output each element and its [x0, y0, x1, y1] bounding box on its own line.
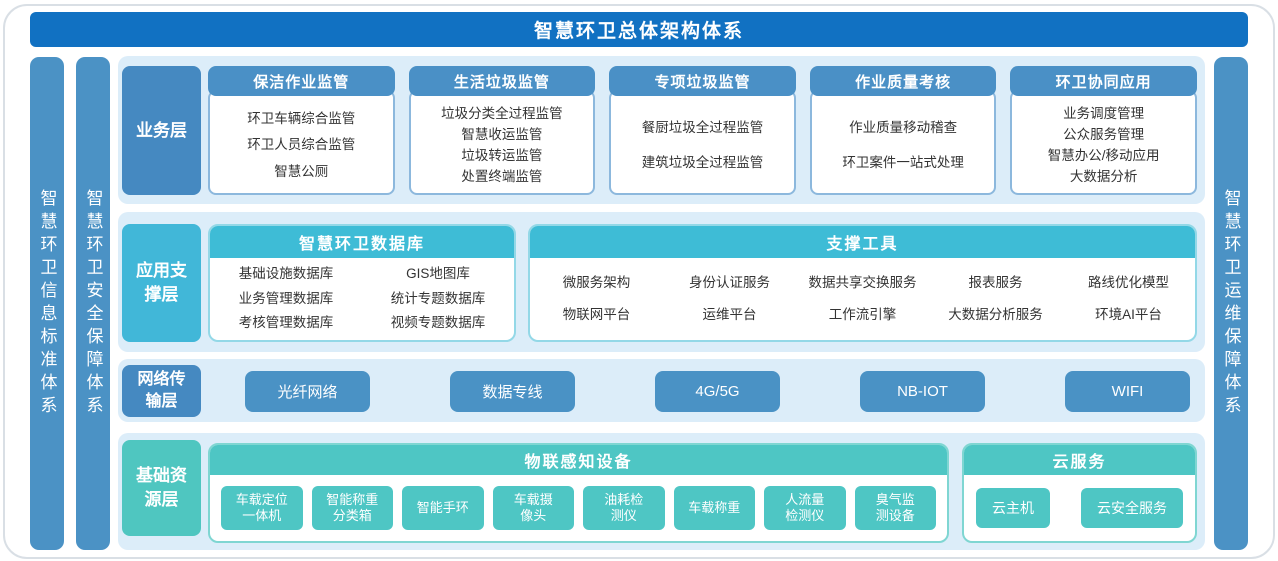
smart-sanitation-database-box: 智慧环卫数据库 基础设施数据库 GIS地图库 业务管理数据库 统计专题数据库 考… — [208, 224, 516, 342]
business-column-card: 环卫车辆综合监管 环卫人员综合监管 智慧公厕 — [208, 90, 395, 195]
application-support-layer-label: 应用支 撑层 — [136, 261, 187, 304]
pillar-operation-maintenance-label: 智慧环卫运维保障体系 — [1221, 188, 1241, 419]
business-item: 智慧收运监管 — [461, 126, 543, 142]
business-item: 餐厨垃圾全过程监管 — [641, 119, 764, 135]
business-column-domestic-waste-supervision: 生活垃圾监管 垃圾分类全过程监管 智慧收运监管 垃圾转运监管 处置终端监管 — [408, 66, 596, 195]
business-item: 业务调度管理 — [1063, 105, 1145, 121]
cloud-services-header: 云服务 — [964, 445, 1195, 475]
resource-layer-label: 基础资 源层 — [136, 466, 187, 509]
business-item: 公众服务管理 — [1063, 126, 1145, 142]
database-item: 视频专题数据库 — [390, 315, 486, 331]
iot-devices-header: 物联感知设备 — [210, 445, 947, 475]
support-tool-item: 环境AI平台 — [1095, 307, 1162, 323]
business-columns-row: 保洁作业监管 环卫车辆综合监管 环卫人员综合监管 智慧公厕 生活垃圾监管 垃圾分… — [208, 66, 1197, 195]
application-support-layer-label-box: 应用支 撑层 — [122, 224, 201, 342]
iot-chip-people-flow-detector: 人流量 检测仪 — [764, 486, 846, 530]
network-chips-row: 光纤网络 数据专线 4G/5G NB-IOT WIFI — [245, 371, 1190, 412]
iot-chip-vehicle-camera: 车载摄 像头 — [492, 486, 574, 530]
cloud-chip-cloud-security: 云安全服务 — [1081, 488, 1183, 528]
business-item: 处置终端监管 — [461, 168, 543, 184]
business-column-quality-assessment: 作业质量考核 作业质量移动稽查 环卫案件一站式处理 — [809, 66, 997, 195]
network-chip-wifi: WIFI — [1065, 371, 1190, 412]
business-column-header: 保洁作业监管 — [208, 66, 395, 96]
support-tools-header: 支撑工具 — [530, 226, 1195, 258]
business-column-card: 作业质量移动稽查 环卫案件一站式处理 — [809, 90, 997, 195]
diagram-title-banner: 智慧环卫总体架构体系 — [30, 12, 1248, 47]
business-column-special-waste-supervision: 专项垃圾监管 餐厨垃圾全过程监管 建筑垃圾全过程监管 — [609, 66, 796, 195]
business-item: 建筑垃圾全过程监管 — [641, 154, 764, 170]
business-item: 环卫人员综合监管 — [247, 137, 356, 153]
business-item: 智慧公厕 — [274, 163, 329, 179]
business-column-card: 业务调度管理 公众服务管理 智慧办公/移动应用 大数据分析 — [1010, 90, 1197, 195]
diagram-title: 智慧环卫总体架构体系 — [533, 21, 744, 42]
support-tools-box: 支撑工具 微服务架构 身份认证服务 数据共享交换服务 报表服务 路线优化模型 物… — [528, 224, 1197, 342]
business-item: 环卫车辆综合监管 — [247, 110, 356, 126]
network-layer-label-box: 网络传 输层 — [122, 365, 201, 417]
iot-chip-odor-monitor: 臭气监 测设备 — [854, 486, 936, 530]
support-tool-item: 物联网平台 — [562, 307, 631, 323]
business-column-collaborative-application: 环卫协同应用 业务调度管理 公众服务管理 智慧办公/移动应用 大数据分析 — [1010, 66, 1197, 195]
support-tool-item: 报表服务 — [968, 274, 1023, 290]
business-item: 垃圾转运监管 — [461, 147, 543, 163]
pillar-security-assurance-label: 智慧环卫安全保障体系 — [83, 188, 103, 419]
cloud-services-row: 云主机 云安全服务 — [964, 475, 1195, 541]
support-tool-item: 身份认证服务 — [689, 274, 770, 290]
business-column-card: 垃圾分类全过程监管 智慧收运监管 垃圾转运监管 处置终端监管 — [408, 90, 596, 195]
database-item: GIS地图库 — [406, 266, 470, 282]
business-item: 大数据分析 — [1069, 168, 1138, 184]
support-tool-item: 微服务架构 — [562, 274, 631, 290]
database-item: 基础设施数据库 — [238, 266, 334, 282]
database-item: 业务管理数据库 — [238, 290, 334, 306]
iot-chip-smart-weighing-bin: 智能称重 分类箱 — [311, 486, 393, 530]
business-column-header: 作业质量考核 — [809, 66, 997, 96]
business-item: 作业质量移动稽查 — [849, 119, 958, 135]
support-tool-item: 数据共享交换服务 — [808, 274, 917, 290]
pillar-operation-maintenance-system: 智慧环卫运维保障体系 — [1214, 57, 1248, 550]
business-item: 环卫案件一站式处理 — [842, 154, 964, 170]
network-chip-4g5g: 4G/5G — [655, 371, 780, 412]
pillar-information-standard-system: 智慧环卫信息标准体系 — [30, 57, 64, 550]
pillar-security-assurance-system: 智慧环卫安全保障体系 — [76, 57, 110, 550]
support-tool-item: 路线优化模型 — [1088, 274, 1169, 290]
database-item: 考核管理数据库 — [238, 315, 334, 331]
database-box-body: 基础设施数据库 GIS地图库 业务管理数据库 统计专题数据库 考核管理数据库 视… — [210, 258, 514, 340]
business-item: 智慧办公/移动应用 — [1047, 147, 1160, 163]
cloud-services-box: 云服务 云主机 云安全服务 — [962, 443, 1197, 543]
iot-chip-vehicle-positioning: 车载定位 一体机 — [221, 486, 303, 530]
iot-devices-row: 车载定位 一体机 智能称重 分类箱 智能手环 车载摄 像头 油耗检 测仪 车载称… — [210, 475, 947, 541]
business-layer-label: 业务层 — [136, 120, 187, 140]
iot-chip-vehicle-weighing: 车载称重 — [673, 486, 755, 530]
support-tool-item: 大数据分析服务 — [948, 307, 1043, 323]
network-chip-nbiot: NB-IOT — [860, 371, 985, 412]
business-column-card: 餐厨垃圾全过程监管 建筑垃圾全过程监管 — [609, 90, 796, 195]
database-item: 统计专题数据库 — [390, 290, 486, 306]
database-box-header: 智慧环卫数据库 — [210, 226, 514, 258]
pillar-information-standard-label: 智慧环卫信息标准体系 — [37, 188, 57, 419]
iot-devices-box: 物联感知设备 车载定位 一体机 智能称重 分类箱 智能手环 车载摄 像头 油耗检… — [208, 443, 949, 543]
iot-chip-smart-wristband: 智能手环 — [402, 486, 484, 530]
business-column-cleaning-supervision: 保洁作业监管 环卫车辆综合监管 环卫人员综合监管 智慧公厕 — [208, 66, 395, 195]
iot-chip-fuel-detector: 油耗检 测仪 — [583, 486, 665, 530]
network-chip-data-line: 数据专线 — [450, 371, 575, 412]
business-column-header: 专项垃圾监管 — [609, 66, 796, 96]
business-column-header: 生活垃圾监管 — [408, 66, 596, 96]
business-layer-label-box: 业务层 — [122, 66, 201, 195]
support-tool-item: 运维平台 — [702, 307, 757, 323]
support-tools-body: 微服务架构 身份认证服务 数据共享交换服务 报表服务 路线优化模型 物联网平台 … — [530, 258, 1195, 340]
support-tool-item: 工作流引擎 — [828, 307, 897, 323]
network-layer-label: 网络传 输层 — [137, 370, 186, 410]
network-chip-fiber: 光纤网络 — [245, 371, 370, 412]
resource-layer-label-box: 基础资 源层 — [122, 440, 201, 536]
business-item: 垃圾分类全过程监管 — [441, 105, 563, 121]
business-column-header: 环卫协同应用 — [1010, 66, 1197, 96]
cloud-chip-cloud-host: 云主机 — [976, 488, 1050, 528]
